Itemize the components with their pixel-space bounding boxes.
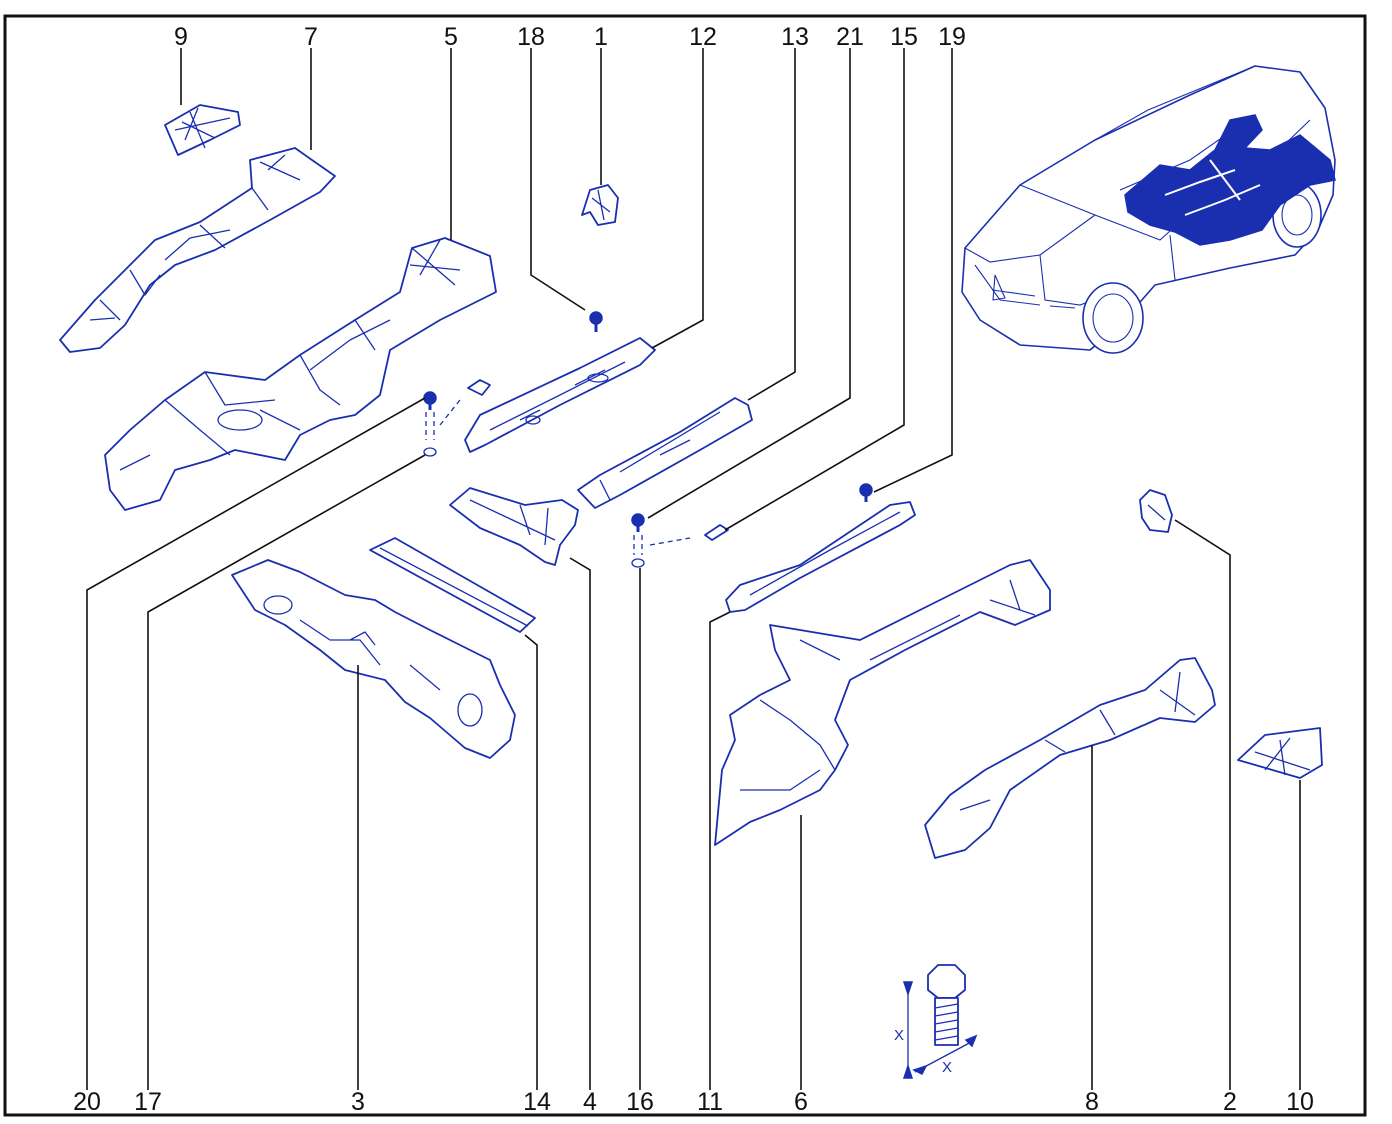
dimension-x-vertical: X xyxy=(894,1027,904,1044)
part-1-bracket xyxy=(581,184,619,226)
callout-labels: 9 7 5 18 1 12 13 21 15 19 20 17 3 14 4 1… xyxy=(73,23,1314,1116)
part-10-bracket xyxy=(1237,727,1323,779)
callout-18: 18 xyxy=(517,23,545,51)
diagram-frame xyxy=(3,14,1367,1117)
bolt-assembly-left xyxy=(423,379,491,457)
callout-19: 19 xyxy=(938,23,966,51)
callout-20: 20 xyxy=(73,1088,101,1116)
callout-1: 1 xyxy=(594,23,608,51)
callout-21: 21 xyxy=(836,23,864,51)
bolt-dimension-detail: X X xyxy=(894,964,978,1079)
callout-7: 7 xyxy=(304,23,318,51)
callout-17: 17 xyxy=(134,1088,162,1116)
part-6-main-member xyxy=(714,559,1051,846)
callout-8: 8 xyxy=(1085,1088,1099,1116)
callout-10: 10 xyxy=(1286,1088,1314,1116)
part-5-main-member xyxy=(104,237,497,511)
part-12-cross-member xyxy=(464,337,656,453)
part-8-side-member xyxy=(924,657,1216,859)
callout-15: 15 xyxy=(890,23,918,51)
callout-11: 11 xyxy=(697,1088,723,1116)
callout-12: 12 xyxy=(689,23,717,51)
part-11-cross-member xyxy=(725,501,916,613)
callout-3: 3 xyxy=(351,1088,365,1116)
part-2-bracket xyxy=(1139,489,1173,533)
callout-16: 16 xyxy=(626,1088,654,1116)
callout-2: 2 xyxy=(1223,1088,1237,1116)
part-14-rail xyxy=(369,537,536,633)
dimension-x-horizontal: X xyxy=(942,1059,952,1076)
part-18-bolt xyxy=(589,311,603,332)
part-7-side-member xyxy=(59,147,336,353)
callout-14: 14 xyxy=(523,1088,551,1116)
leader-lines xyxy=(86,48,1301,1090)
callout-5: 5 xyxy=(444,23,458,51)
callout-6: 6 xyxy=(794,1088,808,1116)
part-3-floor-member xyxy=(231,559,516,759)
reference-car-illustration xyxy=(961,65,1336,354)
callout-13: 13 xyxy=(781,23,809,51)
part-13-cross-member xyxy=(577,397,753,509)
bolt-assembly-right xyxy=(631,483,873,568)
part-9-bracket xyxy=(164,104,241,156)
callout-9: 9 xyxy=(174,23,188,51)
callout-4: 4 xyxy=(583,1088,597,1116)
part-4-reinforcement xyxy=(449,487,579,566)
